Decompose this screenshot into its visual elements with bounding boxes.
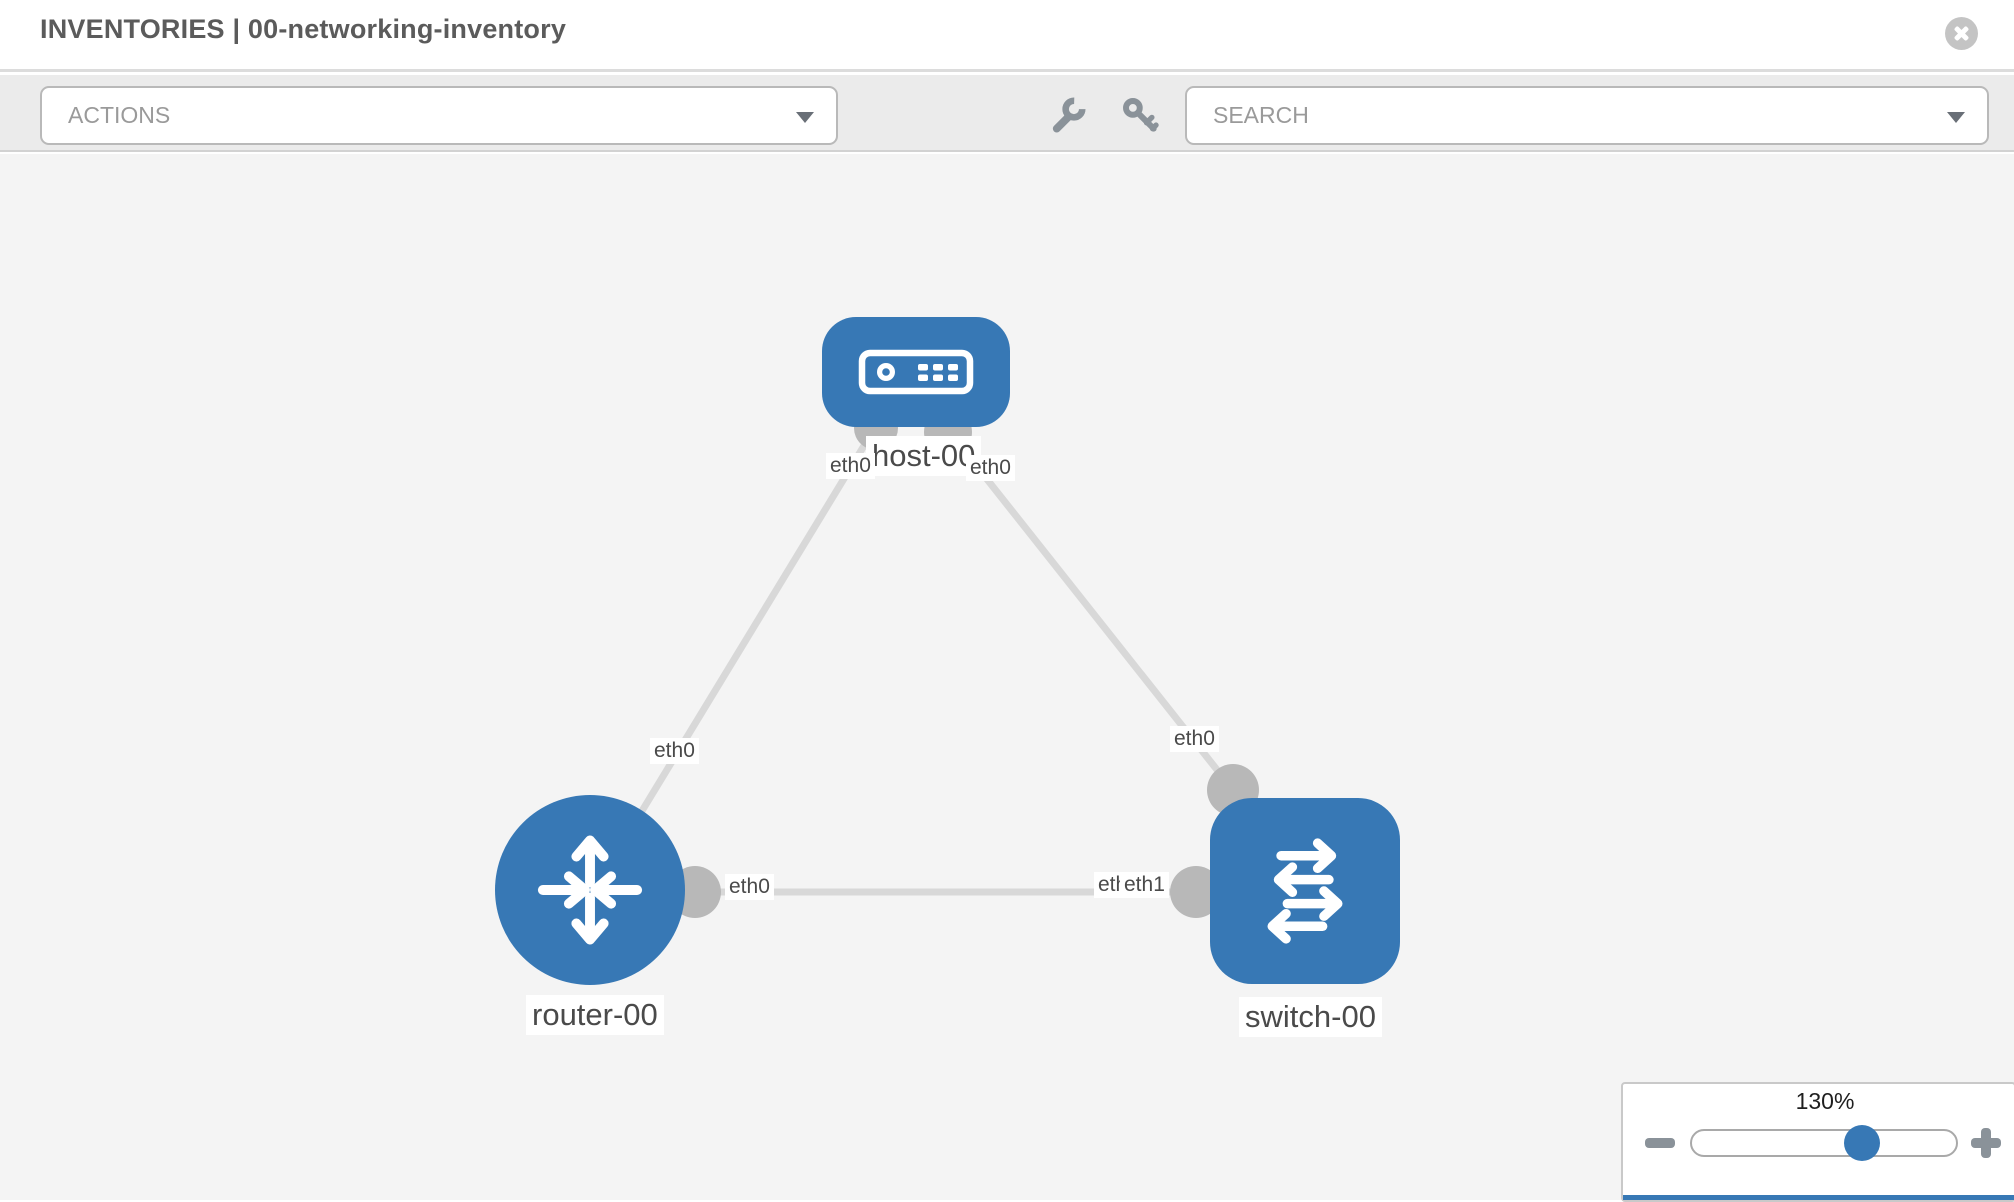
switch-icon [1267,838,1343,944]
chevron-down-icon [796,112,814,123]
host-icon [858,349,974,395]
toolbar: ACTIONS SEARCH [0,75,2014,152]
port-label-host-eth0-to-switch: eth0 [966,455,1015,481]
router-icon [537,835,643,945]
port-label-switch-eth0-to-host: eth0 [1170,726,1219,752]
zoom-slider-thumb[interactable] [1844,1125,1880,1161]
port-label-host-eth0-to-router: eth0 [826,453,875,479]
node-host-00[interactable] [822,317,1010,427]
interface-dot[interactable] [1170,866,1222,918]
node-switch-00[interactable] [1210,798,1400,984]
wrench-icon[interactable] [1049,96,1087,134]
search-dropdown[interactable]: SEARCH [1185,86,1989,145]
node-label-host: host-00 [866,436,982,476]
chevron-down-icon [1947,112,1965,123]
port-label-router-eth0-to-host: eth0 [650,738,699,764]
page-title: INVENTORIES | 00-networking-inventory [40,14,567,44]
key-panel-strip[interactable] [1623,1195,2014,1200]
actions-dropdown-label: ACTIONS [68,102,171,128]
close-icon[interactable] [1945,17,1978,50]
plus-icon[interactable] [1971,1128,2001,1158]
node-label-router: router-00 [526,995,664,1035]
header: INVENTORIES | 00-networking-inventory [0,0,2014,72]
node-label-switch: switch-00 [1239,997,1382,1037]
zoom-slider-track[interactable] [1690,1129,1958,1157]
link-host-router[interactable] [597,424,879,882]
key-icon[interactable] [1121,96,1159,134]
node-router-00[interactable] [495,795,685,985]
zoom-level-value: 130% [1795,1088,1855,1114]
actions-dropdown[interactable]: ACTIONS [40,86,838,145]
port-label-router-eth0-to-switch: eth0 [725,874,774,900]
search-dropdown-label: SEARCH [1213,102,1309,128]
minus-icon[interactable] [1645,1138,1675,1148]
port-label-switch-eth1: eth1 [1120,872,1169,898]
topology-canvas[interactable] [0,154,2014,1200]
